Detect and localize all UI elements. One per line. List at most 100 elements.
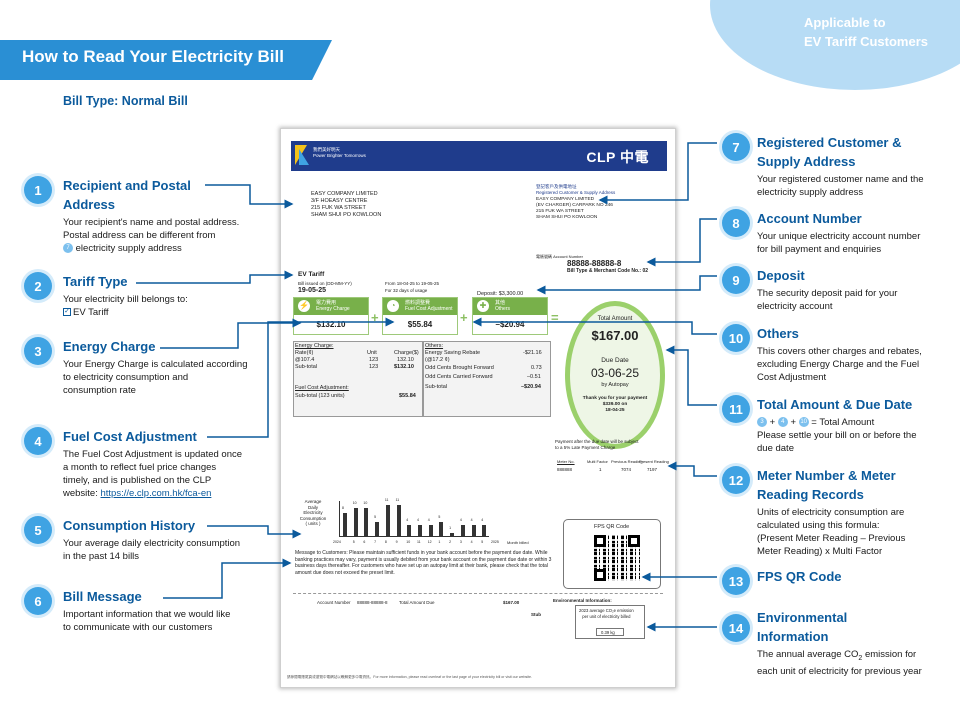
others-row-label: (@17.2 ¢) (425, 357, 450, 363)
supply-label-en: Registered Customer & Supply Address (536, 190, 616, 195)
supply-label-zh: 登記客戶及供電地址 (536, 184, 577, 189)
history-bar (428, 524, 433, 536)
ec-unit: 123 (369, 357, 379, 363)
history-bar (471, 524, 476, 536)
due-label: Due Date (601, 357, 629, 364)
item-1-title-1: Recipient and Postal (63, 178, 191, 193)
ec-subtotal-unit: 123 (369, 364, 379, 370)
item-9-desc: The security deposit paid for your elect… (757, 287, 957, 313)
fuel-title: Fuel Cost Adjustment: (295, 385, 349, 391)
addr-line: 215 FUK WA STREET (536, 209, 584, 214)
badge-11: 11 (722, 395, 750, 423)
chip-value: $132.10 (316, 320, 346, 329)
account-number: 88888-88888-8 (567, 259, 622, 268)
meter-col-present: Present Reading (639, 459, 669, 464)
chip-zh: 電力費用 (316, 300, 337, 306)
desc-line: Your Energy Charge is calculated accordi… (63, 359, 248, 370)
fps-qr-code[interactable] (594, 535, 640, 581)
desc-line: Your electricity bill belongs to: (63, 294, 188, 305)
others-row-value: 0.73 (531, 365, 542, 371)
desc-line: excluding Energy Charge and the Fuel (757, 359, 920, 370)
col-charge: Charge($) (394, 350, 419, 356)
history-bar-label: 4 (427, 517, 430, 522)
history-bar (396, 504, 401, 536)
addr-line: 3/F HOEASY CENTRE (311, 198, 368, 204)
badge-4: 4 (24, 427, 52, 455)
history-bar-label: 4 (417, 517, 419, 522)
bill-footnote: 請參閱電賬尾頁或瀏覽中電網站以瞭解更多中電資訊。For more informa… (287, 675, 533, 679)
meter-col-previous: Previous Reading (611, 459, 643, 464)
history-year-start: 2024 (333, 540, 341, 544)
stub-label: Stub (531, 612, 541, 617)
history-label-line: Average (304, 499, 322, 504)
stub-divider (293, 593, 663, 594)
desc-line: 7 electricity supply address (63, 242, 253, 255)
item-4-title: Fuel Cost Adjustment (63, 429, 197, 444)
item-7-title-2: Supply Address (757, 154, 856, 169)
item-1-title-2: Address (63, 197, 116, 212)
chip-value: $55.84 (407, 320, 433, 329)
desc-line: Your unique electricity account number (757, 231, 921, 242)
slogan-en: Power Brighter Tomorrows (313, 153, 366, 158)
others-row-label: Energy Saving Rebate (425, 350, 481, 356)
badge-2: 2 (24, 272, 52, 300)
addr-line: EASY COMPANY LIMITED (311, 191, 378, 197)
slogan: 我們美好明天 Power Brighter Tomorrows (313, 147, 366, 159)
env-text: 2023 average CO₂e emission per unit of e… (579, 608, 634, 620)
env-value-box (596, 628, 624, 636)
meter-no: 888888 (557, 467, 573, 472)
history-label-line: ( units ) (305, 521, 321, 526)
history-bar-label: 1 (449, 526, 452, 531)
addr-line: SHAM SHUI PO KOWLOON (536, 215, 598, 220)
item-8-title: Account Number (757, 211, 862, 226)
title-ribbon (0, 40, 332, 80)
history-bar (460, 524, 465, 536)
badge-8: 8 (722, 209, 750, 237)
history-bar-label: 4 (406, 517, 409, 522)
footer-total-label: Total Amount Due (399, 600, 435, 605)
history-bar-label: 11 (395, 497, 400, 502)
item-4-desc: The Fuel Cost Adjustment is updated once… (63, 448, 263, 500)
item-5-title: Consumption History (63, 518, 196, 533)
total-amount: $167.00 (591, 328, 639, 343)
meter-col-factor: Multi Factor (587, 459, 608, 464)
ref-badge-icon: 7 (63, 243, 73, 254)
item-11-desc: 3 + 4 + 10 = Total Amount Please settle … (757, 416, 957, 455)
item-13-title: FPS QR Code (757, 569, 842, 584)
slogan-zh: 我們美好明天 (313, 147, 340, 152)
total-label: Total Amount (597, 316, 633, 322)
fca-link[interactable]: https://e.clp.com.hk/fca-en (100, 488, 212, 499)
meter-col-no: Meter No. (557, 459, 575, 464)
badge-9: 9 (722, 266, 750, 294)
desc-line: Important information that we would like (63, 609, 231, 620)
footer-account: 88888-88888-8 (357, 600, 388, 605)
addr-line: (EV CHARGER) CARPARK NO 246 (536, 203, 613, 208)
qr-eye (594, 535, 606, 547)
desc-line: electricity supply address (757, 187, 864, 198)
fps-label: FPS QR Code (594, 524, 630, 530)
env-box (575, 605, 645, 639)
history-bar (482, 524, 487, 536)
meter-factor: 1 (599, 467, 602, 472)
checkbox-icon: ✓ (63, 308, 71, 317)
history-bar (450, 533, 455, 536)
desc-line: due date (757, 443, 794, 454)
item-14-title-1: Environmental (757, 610, 848, 625)
badge-3: 3 (24, 337, 52, 365)
customer-message: Message to Customers: Please maintain su… (295, 550, 552, 576)
bill-document: 我們美好明天 Power Brighter Tomorrows CLP 中電 E… (280, 128, 676, 688)
history-month: 7 (374, 540, 377, 544)
history-bar (353, 507, 358, 536)
item-7-title-1: Registered Customer & (757, 135, 902, 150)
env-desc-sub: 2 (858, 654, 863, 662)
badge-12: 12 (722, 466, 750, 494)
env-desc-post: emission for (862, 649, 917, 660)
desc-line: timely, and is published on the CLP (63, 475, 212, 486)
badge-6: 6 (24, 587, 52, 615)
badge-7: 7 (722, 133, 750, 161)
history-month: 4 (470, 540, 473, 544)
